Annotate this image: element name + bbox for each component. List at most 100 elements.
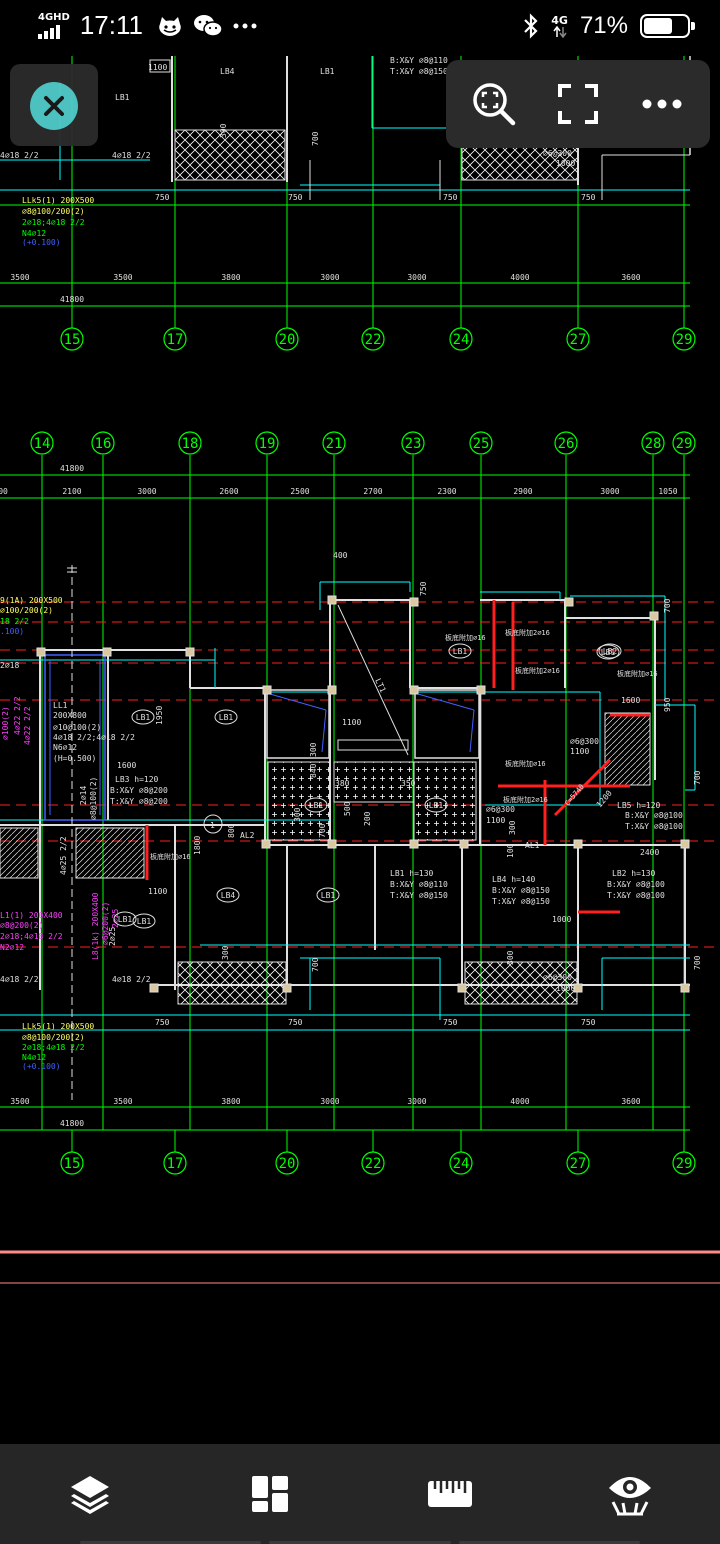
top-text-750a: 750 — [155, 193, 170, 202]
column-0 — [327, 595, 337, 605]
label-n100_2: ⌀100(2) — [1, 706, 10, 740]
slab-tag-main-4: LB2 — [603, 647, 618, 656]
axis-bubble-main-top-21-label: 21 — [326, 436, 343, 452]
label-n200: 200 — [363, 811, 372, 826]
measure-button[interactable] — [405, 1449, 495, 1539]
label-n4_18a: 4⌀18 2/2 — [0, 975, 39, 984]
label-llk5_r1: ⌀8@100/200(2) — [22, 1033, 85, 1042]
label-ll1b_r1: ⌀8@200(2) — [0, 921, 43, 930]
blue-diag-1 — [269, 693, 327, 711]
label-n300e: 300 — [508, 820, 517, 835]
label-n350: 350 — [401, 779, 416, 788]
column-19 — [457, 983, 467, 993]
dim-top-0: 3500 — [10, 273, 29, 282]
column-18 — [282, 983, 292, 993]
axis-bubble-main-bottom-17-circle — [163, 1151, 187, 1175]
label-ll1_r1: ⌀10@100(2) — [53, 723, 101, 732]
zoom-fit-button[interactable] — [459, 69, 529, 139]
axis-bubble-main-bottom-29-label: 29 — [676, 1156, 693, 1172]
ruler-icon — [428, 1481, 472, 1507]
bluetooth-icon — [524, 13, 538, 39]
label-n700e: 700 — [318, 823, 327, 838]
label-n1100a: 1100 — [570, 747, 589, 756]
axis-bubble-main-top-26-circle — [554, 431, 578, 455]
label-ll1b: L1(1) 200X400 — [0, 911, 63, 920]
blue-diag-4 — [469, 709, 475, 753]
label-lb2: LB2 h=130 — [612, 869, 656, 878]
column-21 — [680, 983, 690, 993]
rebar-line-4 — [553, 758, 612, 817]
axis-bubble-main-top-18-circle — [178, 431, 202, 455]
label-ll1_r3: N6⌀12 — [53, 743, 77, 752]
blue-diag-2 — [321, 709, 327, 753]
label-n750b: 750 — [288, 1018, 303, 1027]
column-8 — [327, 685, 337, 695]
layers-icon — [71, 1476, 109, 1514]
layout-button[interactable] — [225, 1449, 315, 1539]
label-n400: 400 — [333, 551, 348, 560]
label-n1200: 1200 — [595, 789, 614, 810]
axis-bubble-main-bottom-27-label: 27 — [570, 1156, 587, 1172]
axis-bubble-main-top-23-circle — [401, 431, 425, 455]
label-n1000a: 1000 — [552, 915, 571, 924]
view-button[interactable] — [585, 1449, 675, 1539]
notification-icons — [157, 14, 257, 38]
label-n300b: 300 — [221, 945, 230, 960]
fullscreen-button[interactable] — [543, 69, 613, 139]
axis-bubble-top-20-circle — [275, 327, 299, 351]
top-text-dia: ⌀6@300 — [543, 149, 572, 158]
fullscreen-icon — [558, 84, 598, 124]
label-rebar3: 板底附加2⌀16 — [515, 666, 560, 675]
label-llk5_r3: N4⌀12 — [22, 1053, 46, 1062]
dim-top-6: 3600 — [621, 273, 640, 282]
close-panel — [10, 64, 98, 146]
column-17 — [149, 983, 159, 993]
axis-bubble-top-15-circle — [60, 327, 84, 351]
axis-bubble-main-top-19-circle — [255, 431, 279, 455]
axis-bubble-top-29-circle — [672, 327, 696, 351]
dim-main-bottom-5: 4000 — [510, 1097, 529, 1106]
axis-bubble-main-bottom-20-circle — [275, 1151, 299, 1175]
axis-bubble-top-20-label: 20 — [279, 332, 296, 348]
lte-label: 4G — [551, 13, 568, 27]
column-7 — [262, 685, 272, 695]
dim-main-total-top: 41800 — [60, 464, 84, 473]
slab-tag-oval-10 — [596, 644, 620, 660]
axis-bubble-main-top-18-label: 18 — [182, 436, 199, 452]
label-l8: L8(1k) 200X400 — [91, 892, 100, 960]
label-lb2_t: T:X&Y ⌀8@100 — [607, 891, 665, 900]
axis-bubble-top-17-label: 17 — [167, 332, 184, 348]
label-n1100c: 1100 — [486, 816, 505, 825]
label-n950: 950 — [663, 697, 672, 712]
top-text-rebar3: N4⌀12 — [22, 229, 46, 238]
more-button[interactable] — [627, 69, 697, 139]
axis-bubble-main-top-19-label: 19 — [259, 436, 276, 452]
label-rebar4: 板底附加⌀16 — [617, 669, 658, 678]
network-indicator: 4GHD — [38, 12, 70, 39]
label-lb4_t: T:X&Y ⌀8@150 — [492, 897, 550, 906]
layers-button[interactable] — [45, 1449, 135, 1539]
dim-main-top-6: 2300 — [437, 487, 456, 496]
dim-main-top-4: 2500 — [290, 487, 309, 496]
more-icon — [642, 99, 682, 109]
dim-top-4: 3000 — [407, 273, 426, 282]
dim-main-top-7: 2900 — [513, 487, 532, 496]
axis-bubble-main-top-28-circle — [641, 431, 665, 455]
axis-bubble-main-bottom-17-label: 17 — [167, 1156, 184, 1172]
dim-top-5: 4000 — [510, 273, 529, 282]
label-n700c: 700 — [663, 598, 672, 613]
dim-main-bottom-2: 3800 — [221, 1097, 240, 1106]
label-rebar5: 板底附加⌀16 — [505, 759, 546, 768]
close-button[interactable] — [30, 82, 78, 130]
label-n750d: 750 — [581, 1018, 596, 1027]
label-al1: AL1 — [525, 841, 540, 850]
slab-tag-oval-4 — [598, 643, 622, 659]
column-11 — [261, 839, 271, 849]
dim-top-3: 3000 — [320, 273, 339, 282]
tag-box-top — [149, 59, 171, 73]
stair-box — [337, 739, 409, 751]
column-10 — [476, 685, 486, 695]
label-rebar7: 板底附加⌀16 — [150, 852, 191, 861]
